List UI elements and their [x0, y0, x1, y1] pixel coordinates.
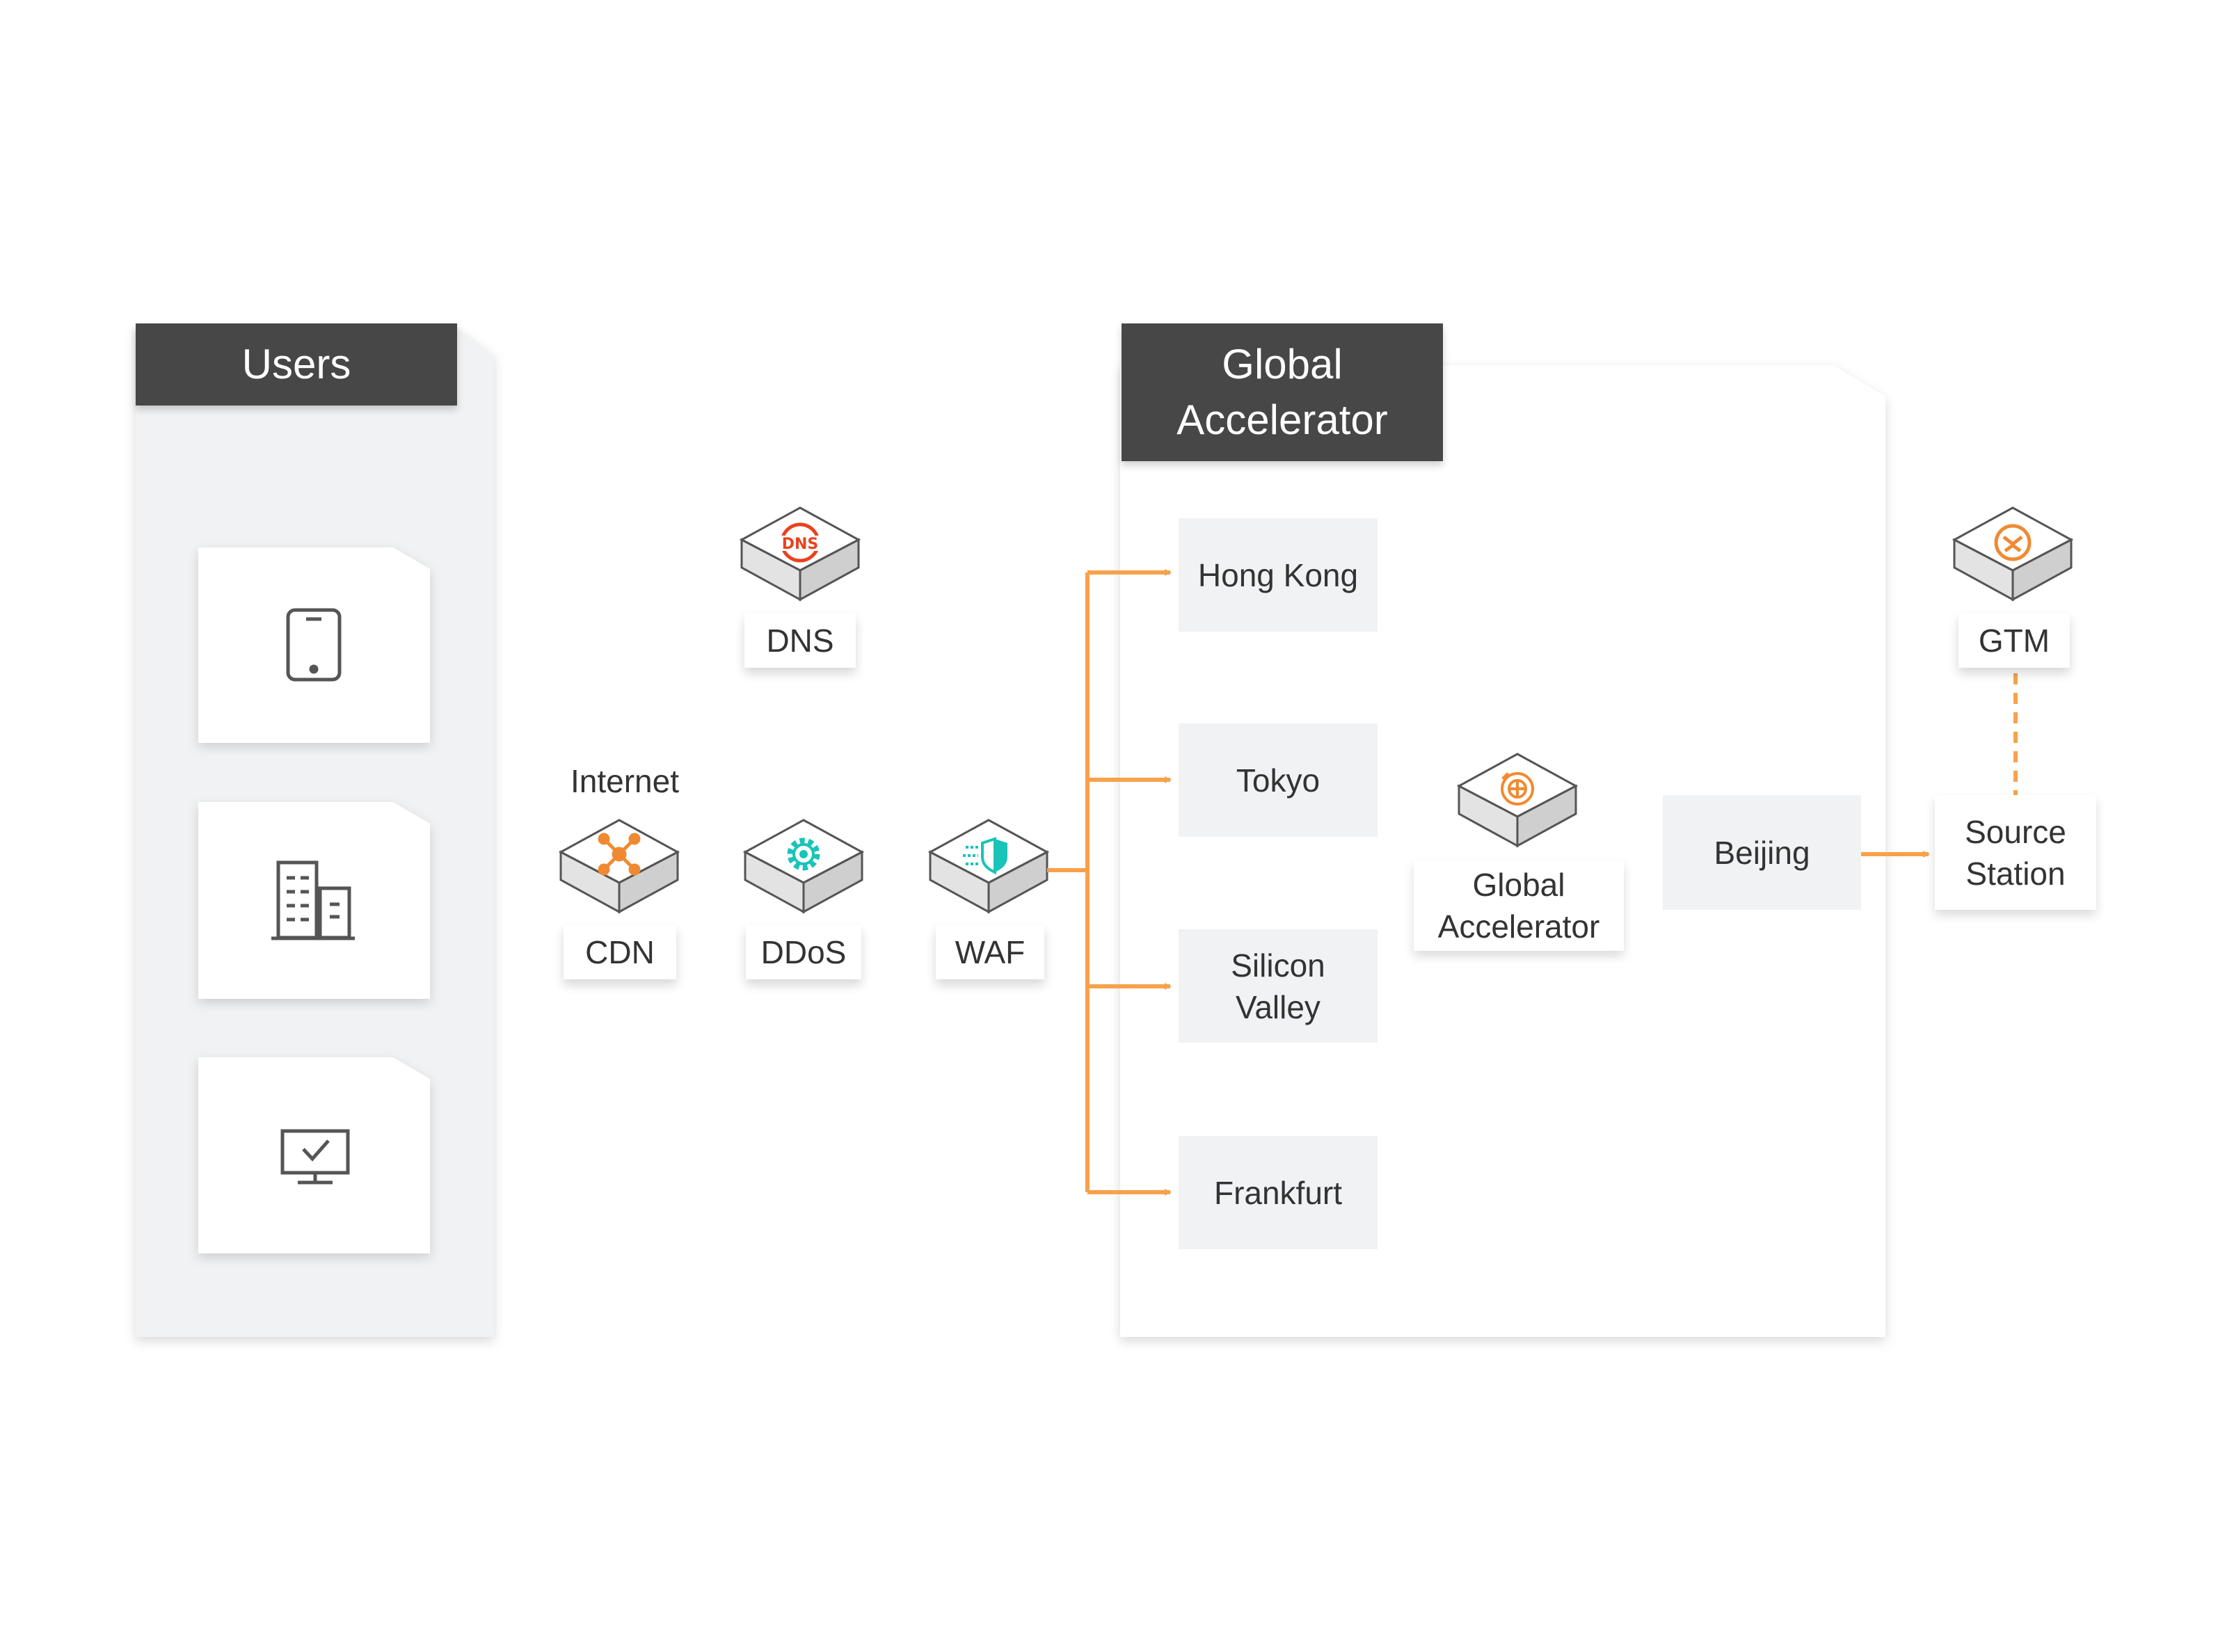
internet-label: Internet: [571, 763, 679, 799]
source-station[interactable]: Source Station: [1935, 795, 2096, 910]
device-card-tablet: [198, 547, 430, 743]
dns-cube: [740, 506, 860, 601]
gtm-tag[interactable]: GTM: [1958, 614, 2070, 668]
svg-text:DNS: DNS: [782, 536, 819, 553]
building-icon: [271, 860, 355, 940]
users-title: Users: [136, 323, 457, 406]
cdn-tag[interactable]: CDN: [564, 925, 676, 979]
waf-icon: [963, 837, 1007, 875]
region-tokyo[interactable]: Tokyo: [1179, 723, 1378, 837]
region-beijing[interactable]: Beijing: [1663, 795, 1861, 910]
region-silicon-valley[interactable]: Silicon Valley: [1179, 929, 1378, 1043]
global-accelerator-icon: [1501, 772, 1534, 805]
gtm-icon: [1994, 524, 2032, 561]
cdn-icon: [598, 833, 641, 876]
ddos-tag[interactable]: DDoS: [746, 925, 861, 979]
region-frankfurt[interactable]: Frankfurt: [1179, 1136, 1378, 1249]
waf-tag[interactable]: WAF: [936, 925, 1044, 979]
dns-tag[interactable]: DNS: [744, 614, 856, 668]
global-accelerator-label[interactable]: Global Accelerator: [1414, 860, 1624, 951]
ddos-icon: [787, 837, 820, 871]
monitor-icon: [280, 1129, 350, 1185]
cdn-cube: [559, 819, 679, 913]
device-card-building: [198, 802, 430, 999]
waf-to-regions-connector: [1047, 569, 1172, 1196]
accelerator-title: Global Accelerator: [1122, 323, 1443, 461]
region-hong-kong[interactable]: Hong Kong: [1179, 518, 1378, 632]
tablet-icon: [286, 608, 342, 682]
waf-cube: [929, 819, 1048, 913]
dns-icon: DNS: [779, 522, 821, 563]
gtm-cube: [1953, 506, 2073, 601]
